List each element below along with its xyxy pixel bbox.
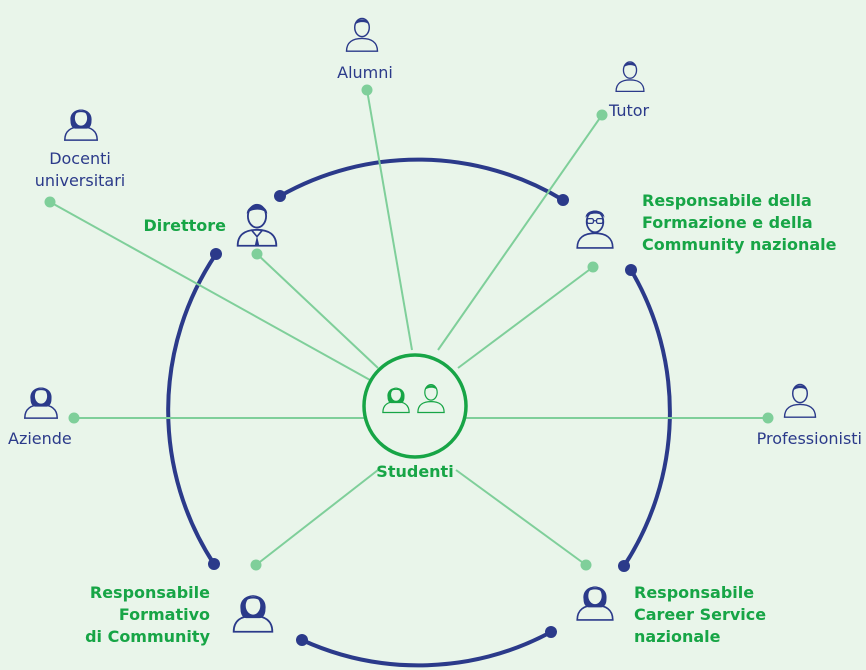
ring-arc-left [166,252,218,566]
label-docenti-line: Docenti [49,149,111,168]
label-resp-career-line: nazionale [634,627,721,646]
aziende-person-icon [24,386,58,419]
spoke-dot [250,559,262,571]
label-resp-formazione-line: Responsabile della [642,191,812,210]
spoke-resp-career [455,469,587,566]
professionisti-person-icon [783,383,817,418]
resp-formazione-person-icon [576,209,614,249]
arc-dot [625,264,637,276]
arc-dot [208,558,220,570]
ring-arcs [166,157,672,668]
spoke-tutor [437,114,603,351]
arc-dot [210,248,222,260]
label-resp-career-line: Career Service [634,605,767,624]
label-aziende: Aziende [8,429,72,448]
spoke-alumni [366,89,413,351]
docenti-person-icon [64,108,98,141]
center-circle [362,353,468,459]
arc-dot [296,634,308,646]
spoke-dot [596,109,608,121]
spoke-direttore [256,253,379,369]
spoke-dot [587,261,599,273]
spoke-endpoints [44,84,774,571]
ring-arc-top [278,157,565,202]
arc-dot [274,190,286,202]
spoke-dot [361,84,373,96]
label-alumni: Alumni [337,63,393,82]
tutor-person-icon [615,61,645,93]
arc-dot [545,626,557,638]
spoke-dot [580,559,592,571]
label-professionisti: Professionisti [756,429,862,448]
label-resp-formativo-line: di Community [85,627,210,646]
label-resp-formativo-line: Responsabile [89,583,210,602]
label-resp-career: Responsabile Career Service nazionale [634,582,766,648]
arc-dot [618,560,630,572]
spoke-dot [68,412,80,424]
label-docenti: Docenti universitari [20,148,140,192]
label-studenti: Studenti [376,462,454,481]
label-resp-formativo-line: Formativo [118,605,210,624]
resp-career-person-icon [576,585,614,621]
label-resp-formazione-line: Community nazionale [642,235,837,254]
spokes [49,89,768,566]
label-resp-formazione: Responsabile della Formazione e della Co… [642,190,837,256]
label-tutor: Tutor [609,101,650,120]
spoke-resp-formativo [255,469,379,566]
label-resp-career-line: Responsabile [634,583,755,602]
arc-dot [557,194,569,206]
ring-arc-endpoints [208,190,637,646]
label-docenti-line: universitari [34,171,126,190]
spoke-dot [762,412,774,424]
direttore-person-icon [236,203,278,247]
spoke-resp-formazione [457,266,594,369]
spoke-dot [251,248,263,260]
label-resp-formazione-line: Formazione e della [642,213,813,232]
spoke-docenti [49,201,371,381]
label-direttore: Direttore [143,216,226,235]
ring-arc-bottom [300,630,553,668]
resp-formativo-person-icon [232,594,274,633]
alumni-person-icon [345,17,379,52]
spoke-dot [44,196,56,208]
label-resp-formativo: Responsabile Formativo di Community [40,582,210,648]
